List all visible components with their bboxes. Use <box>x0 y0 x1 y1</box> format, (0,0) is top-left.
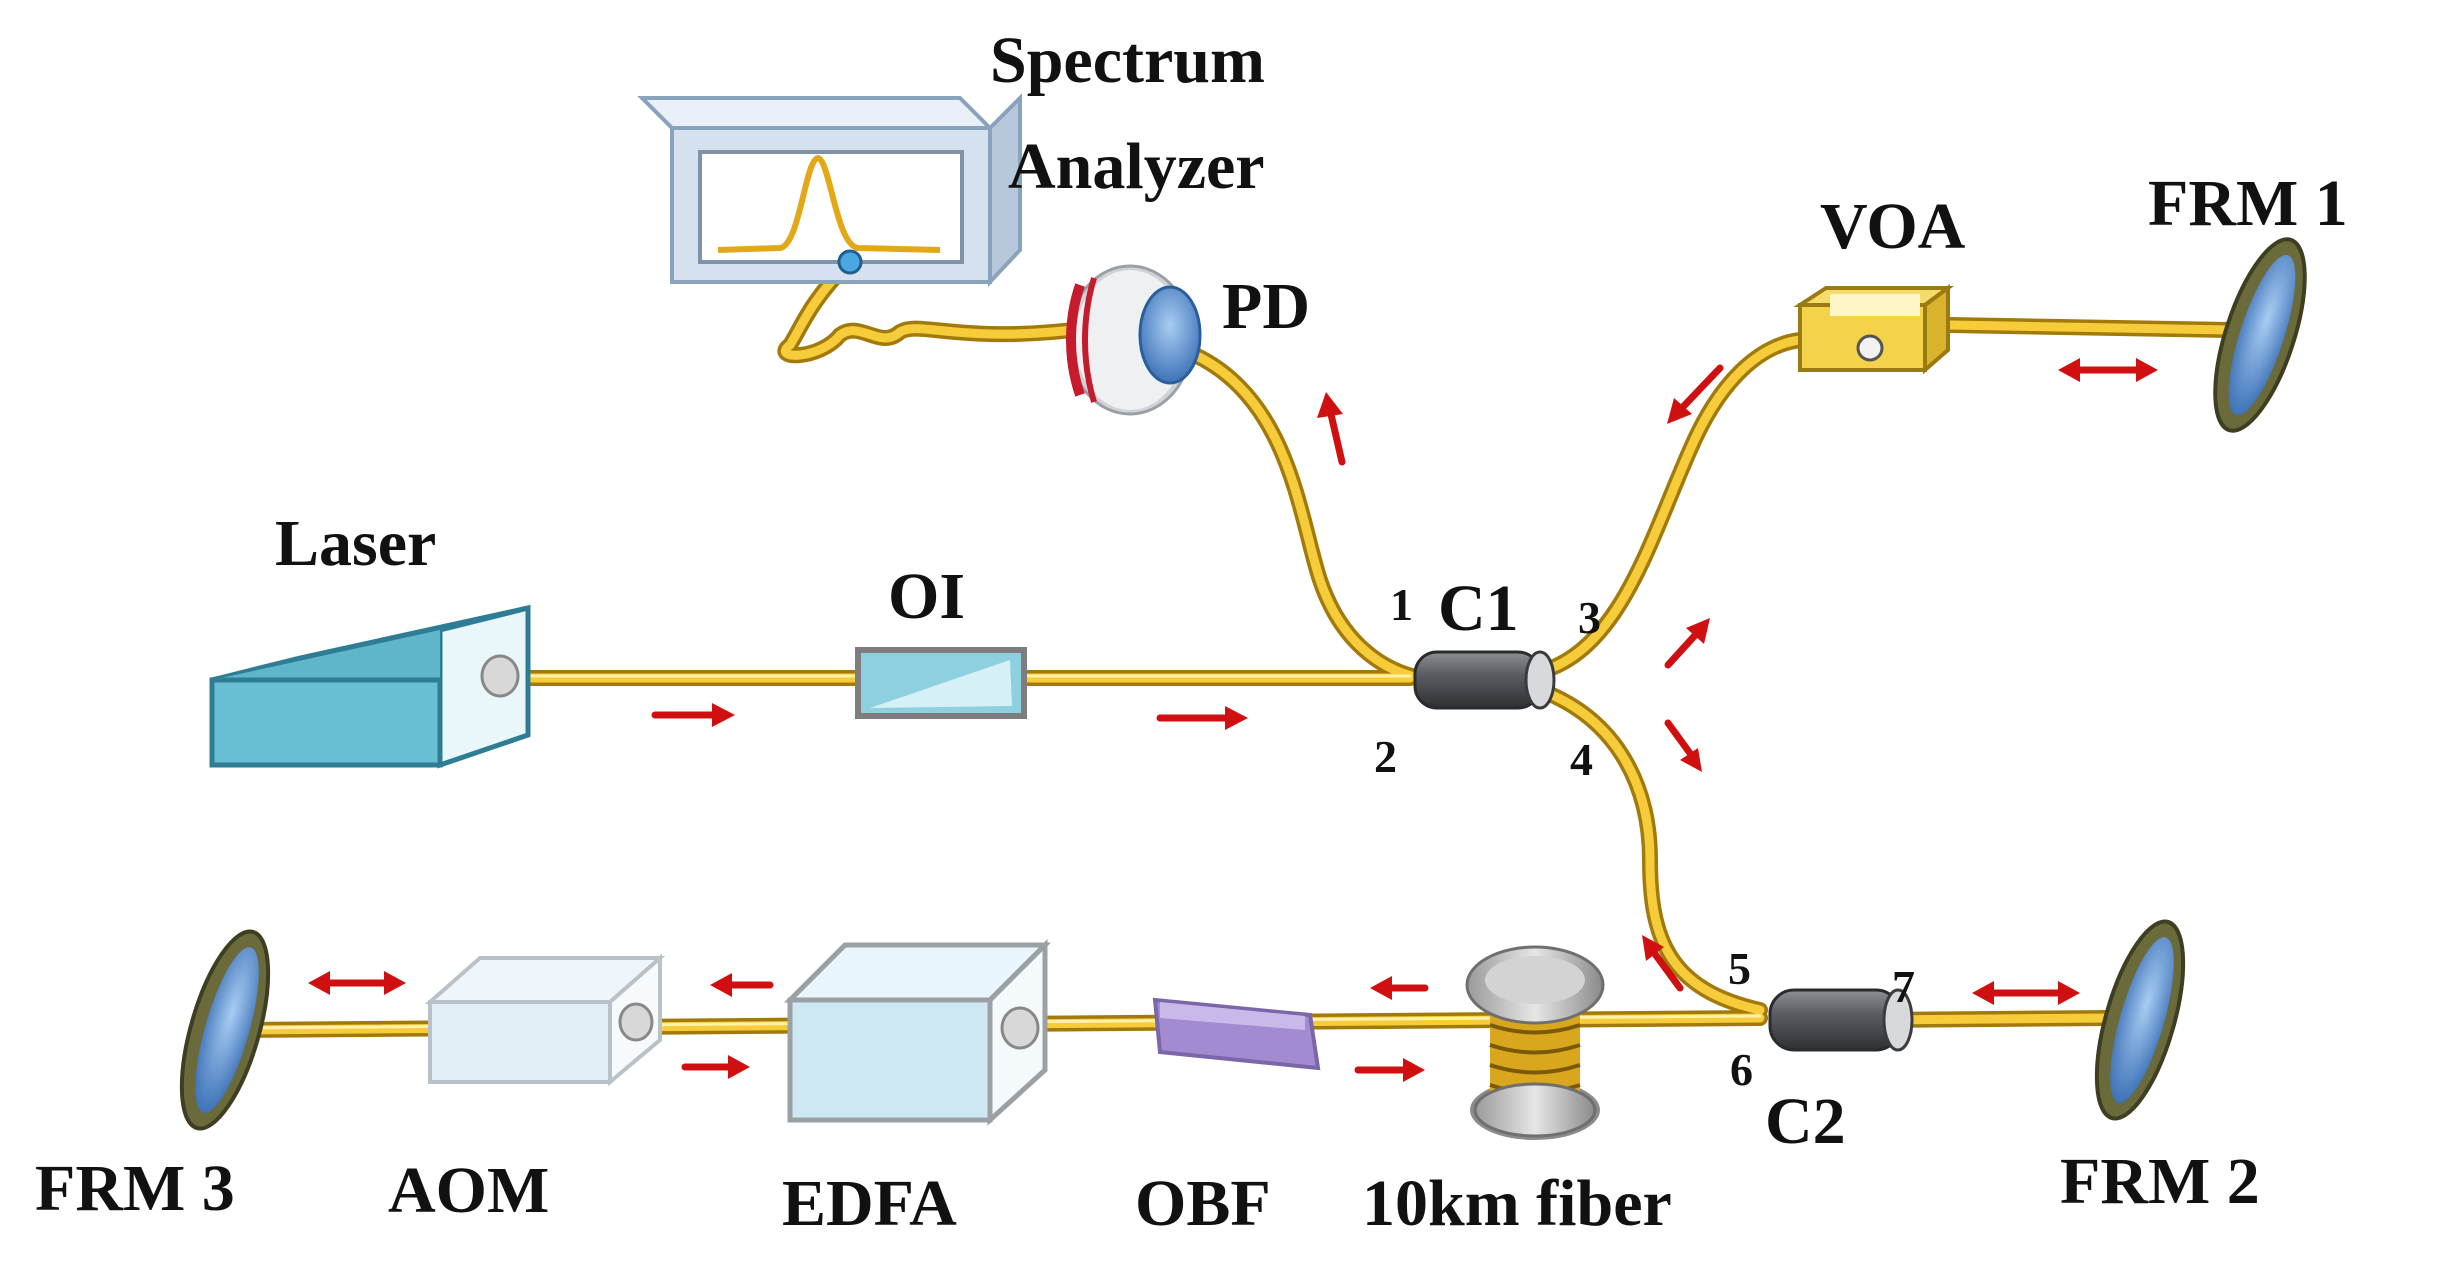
acousto-optic-modulator <box>424 953 666 1087</box>
arrow-bidirectional-icon <box>1972 981 2080 1005</box>
variable-optical-attenuator <box>1793 284 1955 375</box>
coupler-c1 <box>1413 650 1556 710</box>
arrow-up-right-icon <box>1664 618 1710 669</box>
label-10km-fiber: 10km fiber <box>1362 1167 1672 1240</box>
coupler-c2 <box>1768 988 1914 1052</box>
label-c1: C1 <box>1438 572 1519 645</box>
label-aom: AOM <box>388 1154 549 1227</box>
arrow-left-icon <box>710 973 774 997</box>
label-port-3: 3 <box>1578 592 1601 643</box>
arrow-bidirectional-icon <box>2058 358 2158 382</box>
label-spectrum: Spectrum <box>990 24 1265 97</box>
label-frm3: FRM 3 <box>35 1152 235 1225</box>
edfa-port-icon <box>1000 1006 1040 1050</box>
arrow-up-icon <box>1317 392 1346 466</box>
label-pd: PD <box>1222 270 1310 343</box>
label-port-4: 4 <box>1570 734 1593 785</box>
faraday-rotator-mirror-3 <box>179 929 271 1131</box>
arrow-right-icon <box>1354 1058 1425 1082</box>
spectrum-analyzer <box>637 93 1022 288</box>
spectrum-peak-curve <box>717 154 941 253</box>
fiber-spool-10km <box>1465 945 1605 1140</box>
label-frm2: FRM 2 <box>2060 1145 2260 1218</box>
arrow-up-left-icon <box>1642 935 1684 992</box>
laser-source <box>209 604 531 769</box>
arrow-bidirectional-icon <box>308 971 406 995</box>
label-frm1: FRM 1 <box>2148 167 2348 240</box>
arrow-down-left-icon <box>1667 364 1724 424</box>
faraday-rotator-mirror-1 <box>2213 237 2307 433</box>
arrow-right-icon <box>1156 706 1248 730</box>
label-voa: VOA <box>1820 190 1966 263</box>
label-laser: Laser <box>275 507 436 580</box>
label-analyzer: Analyzer <box>1008 130 1265 203</box>
label-oi: OI <box>888 560 965 633</box>
label-port-5: 5 <box>1728 943 1751 994</box>
arrow-right-icon <box>681 1055 750 1079</box>
optical-bandpass-filter <box>1152 997 1321 1071</box>
spectrum-analyzer-port-icon <box>837 249 863 275</box>
optical-isolator <box>855 647 1027 719</box>
aom-port-icon <box>618 1002 654 1042</box>
edfa-amplifier <box>783 938 1052 1126</box>
voa-knob-icon <box>1856 334 1884 362</box>
arrow-left-icon <box>1370 976 1429 1000</box>
label-port-7: 7 <box>1892 961 1915 1012</box>
label-obf: OBF <box>1135 1167 1271 1240</box>
label-port-2: 2 <box>1374 731 1397 782</box>
arrow-down-right-icon <box>1664 719 1702 772</box>
photodetector <box>1066 264 1202 416</box>
component-labels: Spectrum Analyzer PD VOA FRM 1 Laser OI … <box>35 24 2348 1240</box>
laser-output-port-icon <box>480 654 520 698</box>
label-port-1: 1 <box>1390 579 1413 630</box>
label-port-6: 6 <box>1730 1044 1753 1095</box>
fiber-paths <box>232 254 2238 1038</box>
signal-direction-arrows <box>308 358 2158 1082</box>
label-c2: C2 <box>1765 1085 1846 1158</box>
faraday-rotator-mirror-2 <box>2094 919 2186 1121</box>
arrow-right-icon <box>651 703 735 727</box>
label-edfa: EDFA <box>782 1167 957 1240</box>
